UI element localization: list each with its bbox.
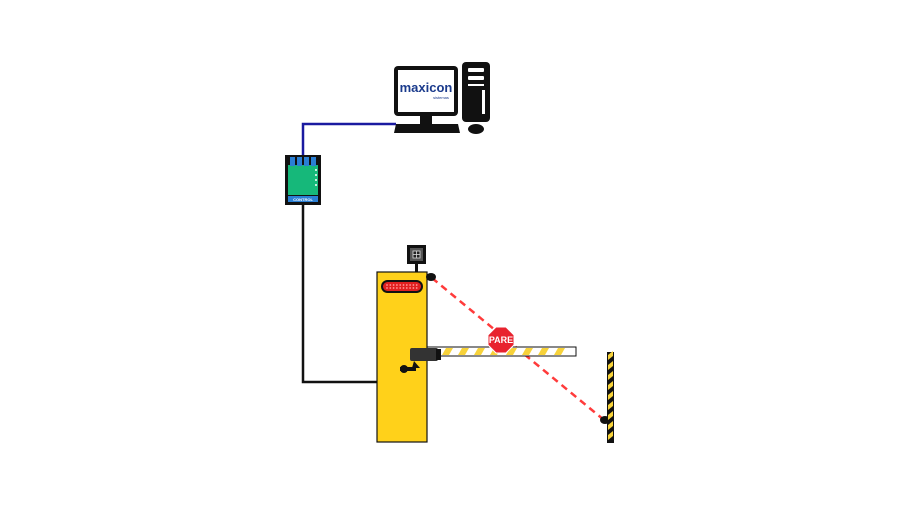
post-stripe (608, 361, 613, 370)
post-stripe (608, 401, 613, 410)
led-dot (399, 287, 402, 289)
stop-sign-icon: PARE (487, 326, 515, 354)
post-stripe (608, 351, 613, 360)
cable-controller-to-gate (301, 205, 378, 384)
led-dot (415, 287, 418, 289)
post-stripe (608, 381, 613, 390)
boom-stripe (554, 348, 565, 355)
boom-stripe (538, 348, 549, 355)
stop-sign-text: PARE (489, 335, 513, 345)
camera-icon (400, 348, 441, 373)
led-dot (415, 284, 418, 286)
boom-stripe (442, 348, 453, 355)
sensor-icon (426, 273, 436, 281)
cable-computer-to-controller (301, 122, 396, 156)
boom-stripe (522, 348, 533, 355)
led-dot (409, 287, 411, 289)
computer-icon: maxicon sistemas (394, 62, 490, 134)
led-dot (405, 287, 408, 289)
led-dot (396, 284, 398, 286)
led-dot (412, 287, 415, 289)
boom-stripe (506, 348, 517, 355)
led-dot (405, 284, 408, 286)
post-stripe (608, 391, 613, 400)
led-dot (392, 287, 395, 289)
post-stripe (608, 421, 613, 430)
computer-brand-tagline: sistemas (433, 95, 449, 100)
controller-board-icon: CONTROL (285, 155, 321, 205)
led-dot (396, 287, 398, 289)
led-dot (389, 284, 392, 286)
led-dot (399, 284, 402, 286)
led-dot (386, 284, 388, 286)
led-dot (402, 284, 405, 286)
led-dot (389, 287, 392, 289)
led-dot (409, 284, 411, 286)
led-dot (412, 284, 415, 286)
post-stripe (608, 371, 613, 380)
boom-stripe (474, 348, 485, 355)
boom-stripe (458, 348, 469, 355)
card-reader-icon (407, 245, 426, 272)
computer-brand-name: maxicon (400, 80, 453, 95)
post-stripe (608, 431, 613, 440)
led-dot (392, 284, 395, 286)
post-stripe (608, 411, 613, 420)
led-dot (386, 287, 388, 289)
receiver-post (607, 351, 614, 443)
led-dot (402, 287, 405, 289)
controller-label: CONTROL (293, 197, 313, 202)
